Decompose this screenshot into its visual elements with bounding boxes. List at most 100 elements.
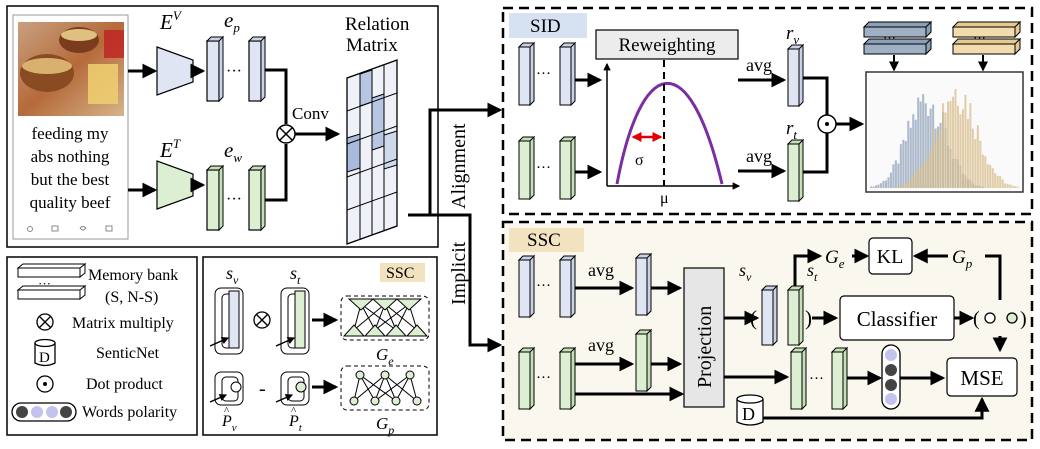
- histogram-bar: [907, 120, 910, 188]
- histogram-bar: [929, 151, 932, 188]
- to-ssc-arrow: [430, 213, 503, 353]
- text-encoder: [156, 160, 194, 210]
- mse-label: MSE: [960, 366, 1003, 390]
- histogram-bar: [974, 139, 977, 188]
- histogram-bar: [907, 180, 910, 188]
- gaussian-plot: [603, 60, 741, 190]
- reweighting-label: Reweighting: [618, 35, 716, 56]
- ssc-senticnet-symbol: D: [742, 404, 755, 424]
- mu-label: μ: [660, 190, 669, 207]
- text-embedding-vectors: ···: [205, 164, 267, 232]
- histogram-bar: [949, 100, 952, 188]
- histogram-bar: [991, 168, 994, 188]
- histogram-bar: [892, 164, 895, 188]
- svg-text:···: ···: [536, 66, 551, 82]
- histogram-bar: [919, 168, 922, 188]
- alignment-branch-line: [428, 108, 470, 160]
- ssc-blue-vectors: ···: [517, 254, 577, 319]
- text-encoder-label: ET: [159, 136, 181, 162]
- ssc-mini-sv-memory: [209, 287, 244, 355]
- histogram-bar: [917, 170, 920, 188]
- sid-memory-bank-blue: ···: [862, 20, 933, 56]
- histogram-bar: [996, 175, 999, 188]
- histogram-bar: [1011, 185, 1014, 188]
- histogram-bar: [904, 184, 907, 188]
- histogram-bar: [899, 144, 902, 188]
- ssc-mini-gp-graph: [340, 365, 430, 411]
- svg-text:···: ···: [536, 278, 551, 294]
- histogram-bar: [942, 103, 945, 188]
- histogram-bar: [961, 109, 964, 188]
- matrix-out-line: [408, 160, 432, 217]
- image-encoder-label: EV: [159, 8, 183, 34]
- ssc-gp-label: Gp: [952, 247, 973, 271]
- ssc-st-label: st: [807, 260, 818, 284]
- histogram-bar: [939, 129, 942, 188]
- rv-label: rv: [786, 23, 799, 47]
- histogram-bar: [882, 180, 885, 188]
- ssc-mini-ge-graph: [340, 295, 430, 341]
- ssc-close-paren: ): [805, 306, 812, 330]
- histogram-bar: [956, 105, 959, 188]
- rt-to-dot-line: [803, 133, 829, 174]
- histogram-bar: [1014, 186, 1017, 188]
- histogram-bar: [897, 186, 900, 188]
- histogram-bar: [1009, 184, 1012, 188]
- ssc-mini-pt-label: Pt: [288, 413, 303, 434]
- svg-text:): ): [1020, 308, 1027, 330]
- ssc-mini-tag-bg: [380, 263, 425, 282]
- tweet-text: feeding my abs nothing but the best qual…: [30, 124, 111, 212]
- words-polarity-column: [881, 344, 901, 410]
- legend-panel: [6, 256, 198, 436]
- histogram-bar: [989, 164, 992, 188]
- encoder-panel: [6, 5, 439, 248]
- histogram-bar: [986, 164, 989, 188]
- histogram-bar: [1001, 179, 1004, 188]
- tweet-action-icons: [27, 225, 113, 232]
- senticnet-symbol: D: [39, 350, 50, 366]
- ssc-mini-pv-label: Pv: [221, 413, 237, 434]
- histogram-bar: [877, 184, 880, 188]
- svg-text:···: ···: [536, 160, 551, 176]
- legend-memory-bank-sub: (S, N-S): [105, 289, 158, 306]
- histogram-bar: [964, 94, 967, 188]
- rv-to-dot-line: [803, 76, 829, 115]
- histogram-bar: [909, 179, 912, 188]
- image-encoder: [156, 46, 194, 96]
- histogram-bar: [899, 185, 902, 188]
- ssc-mini-ge-label: Ge: [376, 345, 394, 368]
- histogram-bar: [922, 94, 925, 188]
- histogram-bar: [934, 142, 937, 188]
- distribution-histogram: [865, 71, 1024, 193]
- reweighting-box: [595, 29, 739, 60]
- relation-matrix-title-1: Relation: [345, 14, 410, 35]
- image-embed-dots: ···: [226, 63, 242, 80]
- legend-words-polarity: Words polarity: [82, 404, 177, 421]
- matrix-multiply-icon: [276, 124, 296, 144]
- ssc-mini-pt-hat: ^: [291, 405, 297, 417]
- conv-label: Conv: [292, 104, 329, 123]
- tweet-line-2: abs nothing: [31, 147, 110, 166]
- ssc-mini-gp-label: Gp: [376, 414, 394, 437]
- ssc-ge-label: Ge: [825, 247, 845, 271]
- p-to-gp-line: [985, 254, 1002, 300]
- histogram-bar: [902, 184, 905, 188]
- svg-text:(: (: [973, 308, 980, 330]
- histogram-bar: [872, 186, 875, 188]
- svg-text:···: ···: [883, 30, 896, 45]
- histogram-bar: [937, 134, 940, 188]
- relation-matrix-title-2: Matrix: [346, 35, 398, 56]
- histogram-bar: [946, 101, 950, 188]
- predicted-polarity-pair: ( ): [973, 308, 1027, 330]
- histogram-bar: [1004, 183, 1007, 188]
- tweet-line-4: quality beef: [30, 193, 111, 212]
- ssc-tag: SSC: [527, 230, 561, 251]
- matrix-multiply-legend-icon: [36, 313, 54, 331]
- histogram-bar: [897, 163, 900, 188]
- histogram-bar: [954, 88, 957, 188]
- sid-tag-bg: [509, 13, 587, 38]
- histogram-bar: [904, 141, 907, 188]
- svg-text:···: ···: [809, 371, 824, 387]
- memory-bank-icon: ···: [16, 262, 87, 301]
